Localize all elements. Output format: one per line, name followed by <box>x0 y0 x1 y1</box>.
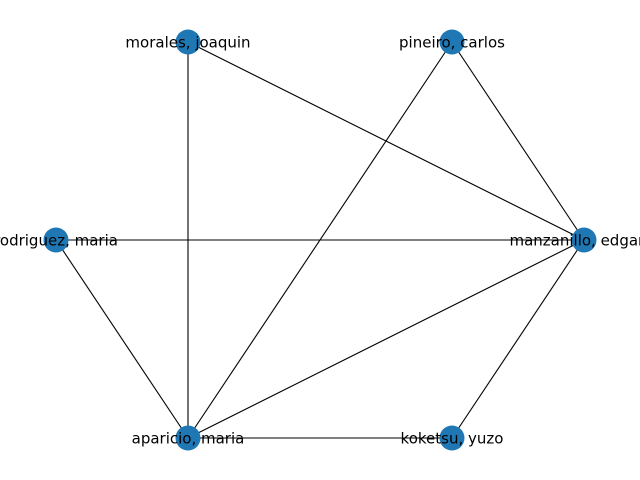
node-label-aparicio: aparicio, maria <box>132 430 245 448</box>
node-label-rodriguez: rodriguez, maria <box>0 232 118 250</box>
edge-koketsu-manzanillo <box>451 239 585 439</box>
edge-rodriguez-aparicio <box>55 239 189 439</box>
node-label-pineiro: pineiro, carlos <box>399 34 505 52</box>
nodes-layer <box>43 29 597 451</box>
edge-pineiro-manzanillo <box>451 41 585 241</box>
node-koketsu <box>439 425 465 451</box>
edges-layer <box>55 41 585 439</box>
node-manzanillo <box>571 227 597 253</box>
node-pineiro <box>439 29 465 55</box>
node-aparicio <box>175 425 201 451</box>
node-label-koketsu: koketsu, yuzo <box>401 430 504 448</box>
node-morales <box>175 29 201 55</box>
node-label-manzanillo: manzanillo, edgar g <box>509 232 640 250</box>
node-label-morales: morales, joaquin <box>125 34 250 52</box>
labels-layer: morales, joaquin pineiro, carlos rodriguez… <box>0 34 640 448</box>
edge-aparicio-manzanillo <box>187 239 585 439</box>
node-rodriguez <box>43 227 69 253</box>
